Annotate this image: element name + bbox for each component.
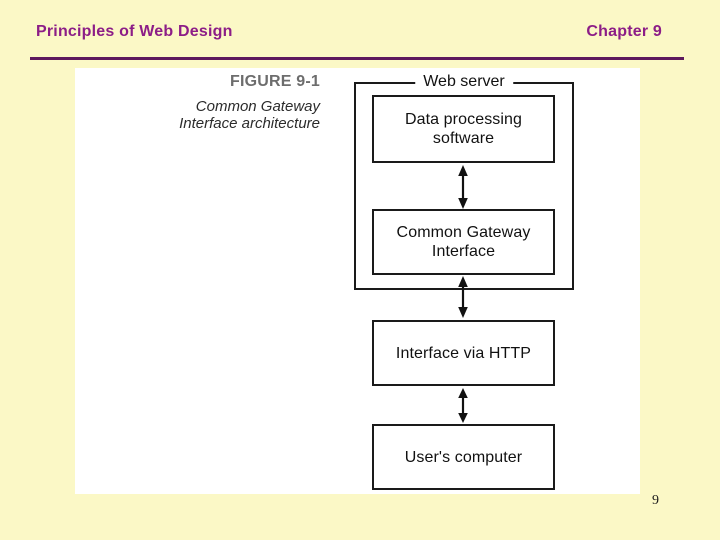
double-arrow-icon [458, 165, 468, 209]
diagram-node-http-interface: Interface via HTTP [372, 320, 555, 386]
figure-label: FIGURE 9-1 [229, 73, 320, 90]
chapter-label: Chapter 9 [586, 23, 662, 40]
double-arrow-icon [458, 276, 468, 318]
node-label: Common Gateway [396, 224, 531, 241]
diagram-node-data-processing: Data processing software [372, 95, 555, 163]
figure-caption-line: Interface architecture [179, 115, 320, 132]
slide-title: Principles of Web Design [36, 23, 233, 40]
figure-caption: FIGURE 9-1 Common Gateway Interface arch… [90, 73, 320, 132]
node-label: User's computer [404, 448, 523, 466]
header-divider [30, 57, 684, 60]
page-number: 9 [652, 493, 659, 508]
node-label: software [432, 130, 495, 147]
node-label: Interface [431, 243, 496, 260]
double-arrow-icon [458, 388, 468, 423]
web-server-label: Web server [415, 73, 513, 91]
diagram-node-cgi: Common Gateway Interface [372, 209, 555, 275]
figure-caption-line: Common Gateway [195, 98, 320, 115]
node-label: Data processing [404, 111, 523, 128]
node-label: Interface via HTTP [395, 344, 532, 362]
diagram-node-users-computer: User's computer [372, 424, 555, 490]
